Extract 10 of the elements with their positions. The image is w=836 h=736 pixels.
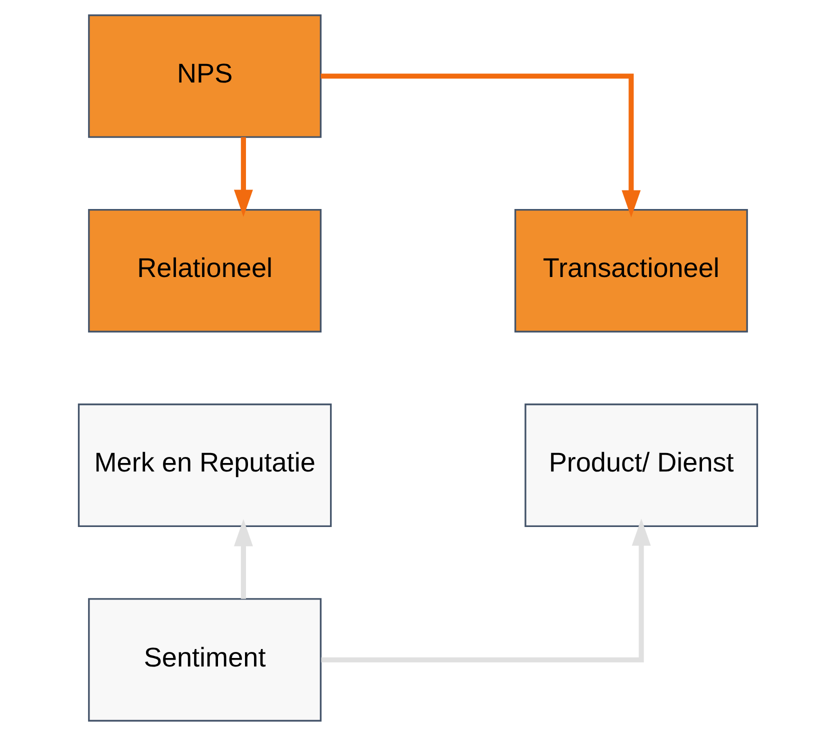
arrow bbox=[234, 519, 253, 599]
node-box: Transactioneel bbox=[514, 208, 748, 332]
node-box: Sentiment bbox=[88, 598, 322, 722]
node-box: Product/ Dienst bbox=[524, 404, 758, 528]
arrow bbox=[321, 518, 651, 662]
arrow bbox=[234, 137, 253, 217]
node-box: NPS bbox=[88, 14, 322, 138]
node-box: Relationeel bbox=[88, 208, 322, 332]
node-box: Merk en Reputatie bbox=[78, 404, 332, 528]
arrow bbox=[320, 74, 641, 218]
